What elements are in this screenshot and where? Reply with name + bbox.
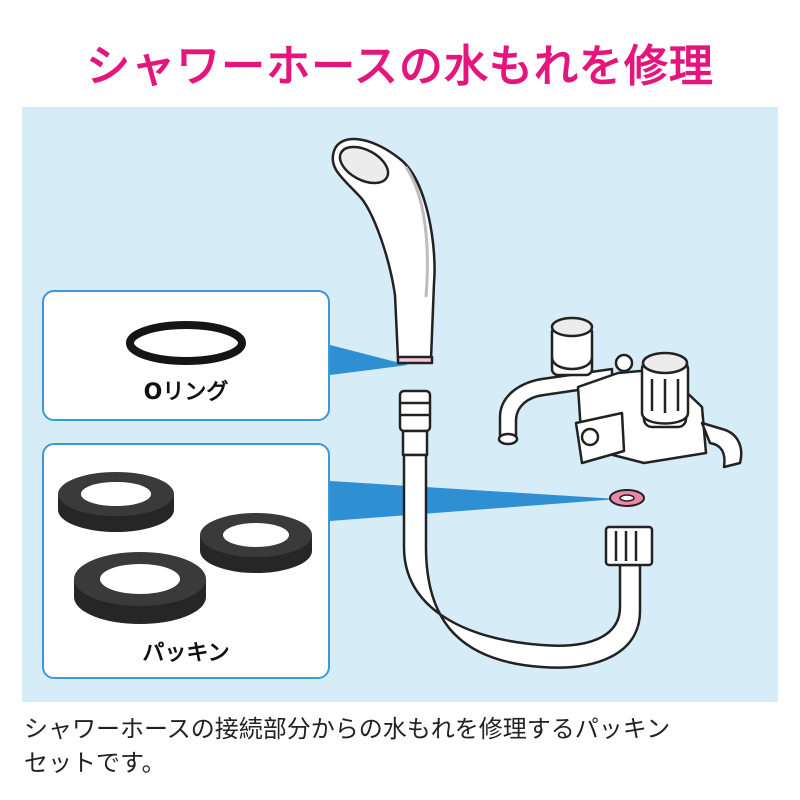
o-ring-icon: [126, 321, 246, 365]
caption: シャワーホースの接続部分からの水もれを修理するパッキン セットです。: [24, 712, 784, 780]
gasket-2: [200, 513, 312, 573]
shower-hose-icon: [398, 389, 654, 669]
o-ring-label: Oリング: [143, 380, 229, 405]
caption-line-1: シャワーホースの接続部分からの水もれを修理するパッキン: [24, 715, 671, 743]
gasket-3: [74, 552, 206, 624]
o-ring-pointer: [330, 345, 408, 375]
o-ring-callout: Oリング: [42, 290, 330, 421]
gasket-label: パッキン: [142, 641, 230, 666]
illustration-panel: Oリング パッキン: [22, 107, 778, 702]
caption-line-2: セットです。: [24, 749, 166, 777]
washer-marker-icon: [609, 489, 645, 507]
shower-head-icon: [331, 137, 436, 365]
page-title: シャワーホースの水もれを修理: [86, 41, 714, 92]
faucet-icon: [497, 316, 743, 469]
gasket-pointer: [330, 481, 618, 521]
gasket-callout: パッキン: [42, 443, 330, 679]
gasket-1: [58, 472, 174, 532]
gasket-icon: [58, 472, 312, 624]
